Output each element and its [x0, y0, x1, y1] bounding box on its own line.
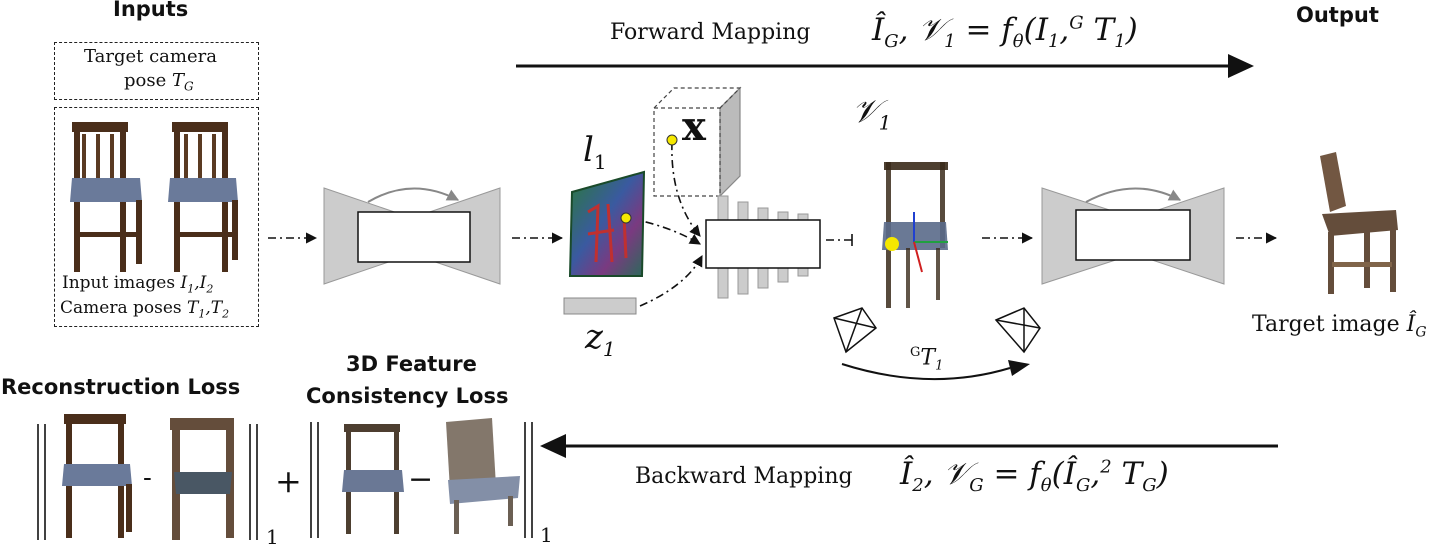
forward-mapping-label: Forward Mapping	[610, 20, 811, 45]
norm-bars	[37, 422, 533, 540]
query-point-dot	[666, 134, 678, 146]
target-pose-line1: Target camera	[84, 46, 217, 67]
target-pose-line2: pose TG	[124, 70, 194, 94]
renderer-network	[1041, 187, 1225, 285]
minus-operator-1: -	[143, 463, 152, 493]
point-x-label: x	[682, 103, 706, 150]
loss-pointcloud-1	[342, 424, 404, 534]
camera-frustum-target	[994, 307, 1041, 354]
output-chair	[1320, 152, 1398, 294]
transform-label: GT1	[910, 345, 944, 374]
plus-operator: +	[275, 462, 302, 500]
output-heading: Output	[1296, 3, 1379, 27]
backward-mapping-equation: Î2, 𝒱G = fθ(ÎG,2 TG)	[900, 456, 1169, 497]
inputs-heading: Inputs	[113, 0, 189, 21]
input-images-label: Input images I1,I2	[62, 273, 214, 296]
input-chair-2	[168, 122, 238, 272]
forward-mapping-equation: ÎG, 𝒱1 = fθ(I1,G T1)	[872, 12, 1138, 53]
target-image-label: Target image ÎG	[1252, 312, 1427, 341]
input-chair-1	[70, 122, 142, 272]
norm-subscript-2: 1	[540, 523, 553, 547]
latent-z-bar	[563, 297, 637, 315]
connector-z-phi	[639, 255, 703, 307]
forward-mapping-arrow	[516, 54, 1254, 78]
norm-subscript-1: 1	[266, 525, 279, 549]
latent-l-label: l1	[583, 130, 607, 174]
loss-chair-pred	[170, 418, 234, 540]
feature-loss-heading-line2: Consistency Loss	[306, 384, 509, 408]
loss-chair-gt	[62, 414, 132, 538]
camera-poses-label: Camera poses T1,T2	[60, 298, 230, 321]
point-cloud-chair	[882, 162, 948, 308]
reconstruction-loss-heading: Reconstruction Loss	[1, 375, 241, 399]
transform-arrow	[841, 363, 1011, 381]
feature-loss-heading-line1: 3D Feature	[346, 352, 477, 376]
encoder-network	[323, 187, 501, 285]
minus-operator-2: −	[408, 462, 434, 497]
latent-feature-map	[568, 170, 646, 277]
volume-label: 𝒱1	[852, 92, 892, 135]
connector-x-phi	[671, 141, 701, 237]
latent-z-label: z1	[585, 317, 616, 361]
phi-network	[705, 195, 821, 299]
target-pose-box	[54, 42, 259, 100]
backward-mapping-label: Backward Mapping	[635, 464, 853, 489]
input-images-box	[54, 107, 259, 327]
backward-mapping-arrow	[540, 434, 1278, 458]
camera-frustum-source	[833, 307, 878, 354]
loss-pointcloud-2	[446, 418, 520, 534]
